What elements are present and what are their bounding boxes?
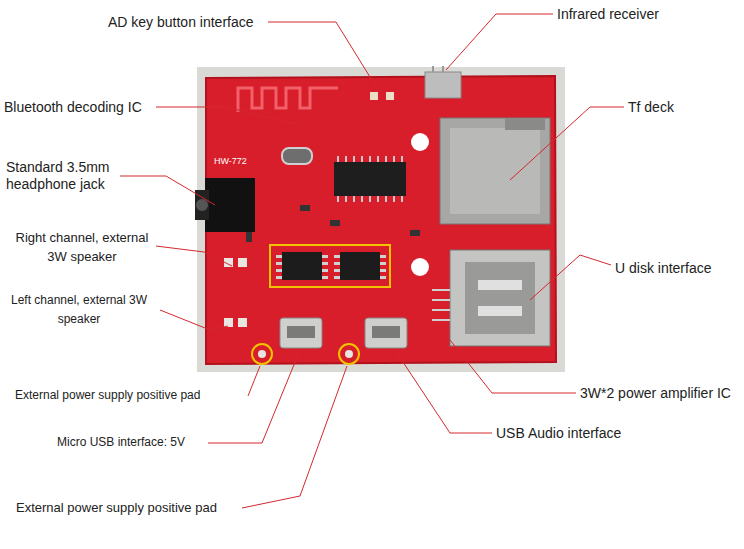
leader-lines [120,14,624,508]
callout-label: Left channel, external 3W speaker [4,291,154,329]
board-silkscreen: HW-772 [214,156,247,167]
callout-label: Infrared receiver [557,5,659,23]
callout-label: Standard 3.5mm headphone jack [6,159,136,193]
callout-label: USB Audio interface [496,424,621,442]
callout-label: Right channel, external 3W speaker [4,228,160,266]
callout-label: External power supply positive pad [16,500,217,516]
callout-label: Tf deck [628,98,674,116]
callout-label: Bluetooth decoding IC [4,98,142,116]
callout-label: U disk interface [615,259,711,277]
callout-label: AD key button interface [108,13,254,31]
callout-label: Micro USB interface: 5V [57,435,185,450]
photo [195,66,565,372]
callout-label: 3W*2 power amplifier IC [580,384,731,402]
callout-label: External power supply positive pad [15,388,200,403]
